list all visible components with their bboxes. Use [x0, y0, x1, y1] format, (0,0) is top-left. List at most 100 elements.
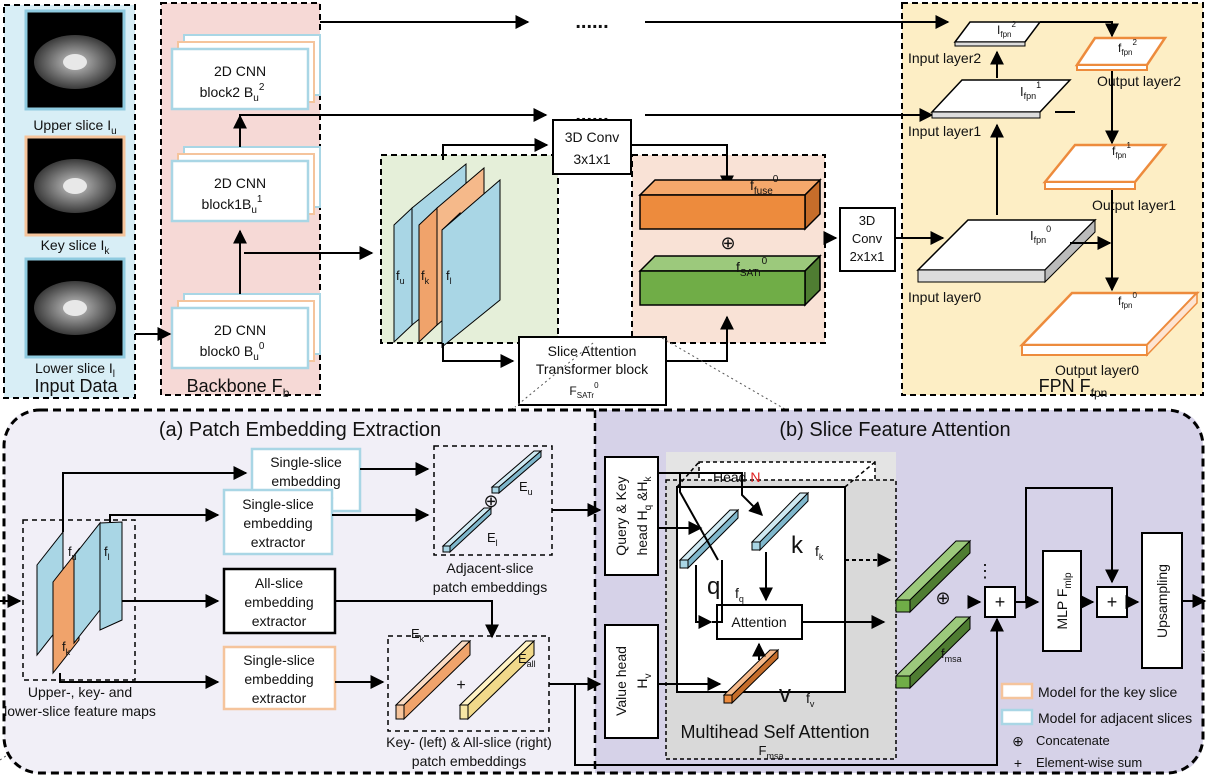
bottom-panel-border: [2, 408, 1205, 775]
svg-text:Eall: Eall: [518, 651, 536, 669]
svg-text:fSATr0: fSATr0: [736, 256, 768, 279]
value-head-box: Value head Hv: [604, 624, 659, 739]
output-layer0-label: Output layer0: [1055, 362, 1139, 378]
q-label: q: [707, 573, 720, 600]
svg-text:Ifpn2: Ifpn2: [997, 20, 1016, 39]
output-layer1-label: Output layer1: [1092, 197, 1176, 213]
attention-box: Attention: [716, 604, 803, 640]
svg-text:ffpn2: ffpn2: [1118, 38, 1137, 57]
svg-text:Upsampling: Upsampling: [1154, 564, 1170, 638]
legend-adj-swatch: [1000, 708, 1034, 726]
svg-text:2x1x1: 2x1x1: [850, 249, 885, 264]
legend-key-label: Model for the key slice: [1038, 684, 1177, 700]
svg-text:Ifpn1: Ifpn1: [1020, 80, 1041, 101]
fq-label: fq: [735, 585, 744, 604]
fpn-output-layer1: ffpn1: [1042, 141, 1168, 190]
cnn-block1: 2D CNN block1Bu1: [170, 146, 321, 223]
cnn-block0: 2D CNN block0 Bu0: [170, 293, 321, 370]
features-to-conv-arrow: [442, 138, 549, 160]
eu-embedding-bar: Eu: [490, 449, 543, 497]
key-slice-image: [24, 135, 126, 237]
msa-title: Multihead Self Attention: [680, 722, 869, 742]
svg-text:3D Conv: 3D Conv: [565, 129, 619, 145]
key-all-caption-2: patch embeddings: [412, 753, 526, 769]
lower-slice-image: [24, 257, 126, 359]
input-layer2-label: Input layer2: [908, 50, 981, 66]
legend: Model for the key slice Model for adjace…: [1000, 682, 1192, 771]
fmsa-bar-lower: fmsa: [894, 615, 972, 690]
concat-symbol-top: ⊕: [720, 233, 735, 253]
svg-text:MLP Fmlp: MLP Fmlp: [1054, 572, 1074, 630]
legend-concat-label: Concatenate: [1036, 733, 1110, 748]
svg-text:block2 Bu2: block2 Bu2: [200, 82, 265, 104]
legend-sum-symbol: +: [1014, 755, 1022, 771]
svg-text:fl: fl: [104, 544, 110, 562]
fpn-output-layer0: ffpn0: [1019, 291, 1200, 357]
input-data-title: Input Data: [34, 376, 118, 396]
svg-text:fk: fk: [62, 639, 71, 657]
input-layer1-label: Input layer1: [908, 123, 981, 139]
svg-text:+: +: [995, 592, 1006, 612]
svg-text:+: +: [1107, 592, 1118, 612]
svg-text:Transformer block: Transformer block: [536, 361, 649, 377]
backbone-title: Backbone Fb: [187, 376, 290, 400]
adjacent-caption-2: patch embeddings: [433, 579, 547, 595]
upper-slice-image: [24, 9, 126, 111]
svg-text:2D CNN: 2D CNN: [214, 322, 266, 338]
msa-f-label: Fmsa: [759, 743, 784, 761]
fpn-input2-to-output2-arrow: [1040, 21, 1119, 38]
svg-text:Attention: Attention: [731, 614, 786, 630]
svg-text:3D: 3D: [859, 213, 876, 228]
legend-adj-label: Model for adjacent slices: [1038, 710, 1192, 726]
svg-text:block1Bu1: block1Bu1: [202, 194, 263, 216]
eall-embedding-bar: Eall: [458, 639, 536, 721]
input-layer0-label: Input layer0: [908, 289, 981, 305]
upsampling-box: Upsampling: [1141, 532, 1183, 669]
query-key-head-box: Query & Key head Hq &Hk: [604, 456, 659, 576]
adjacent-caption-1: Adjacent-slice: [446, 560, 533, 576]
svg-text:Ifpn0: Ifpn0: [1030, 224, 1051, 245]
panel-b-title: (b) Slice Feature Attention: [779, 419, 1010, 441]
q-embedding-bar: [678, 508, 740, 570]
svg-text:embedding: embedding: [244, 671, 313, 687]
all-slice-extractor: All-slice embedding extractor: [222, 567, 337, 635]
fmsa-bar-upper: [894, 539, 972, 614]
zoom-guide-upper: [514, 337, 1206, 653]
ellipsis-top: ......: [575, 11, 608, 33]
mlp-skip-arrow: [1025, 487, 1119, 602]
svg-text:El: El: [487, 530, 498, 548]
svg-text:Eu: Eu: [519, 479, 533, 497]
eall-arrow: [335, 600, 499, 639]
svg-text:extractor: extractor: [251, 534, 306, 550]
v-label: v: [779, 681, 791, 708]
svg-text:Slice Attention: Slice Attention: [548, 343, 637, 359]
ffuse-block: ffuse0: [638, 174, 822, 231]
sum-node-1: +: [984, 586, 1016, 618]
svg-text:ffpn0: ffpn0: [1118, 291, 1137, 310]
svg-text:extractor: extractor: [252, 613, 307, 629]
svg-text:Ek: Ek: [411, 626, 425, 644]
features-to-sat-arrow: [442, 343, 515, 368]
fpn-input-layer2: Ifpn2: [953, 20, 1042, 47]
concat-symbol-msa: ⊕: [935, 588, 950, 608]
upper-slice-label: Upper slice Iu: [33, 117, 116, 137]
svg-text:2D CNN: 2D CNN: [214, 175, 266, 191]
svg-text:fl: fl: [446, 268, 452, 286]
qk-to-k-arrow: [680, 472, 763, 516]
svg-text:Query & Key: Query & Key: [613, 476, 629, 555]
legend-concat-symbol: ⊕: [1012, 733, 1024, 749]
output-layer2-label: Output layer2: [1097, 73, 1181, 89]
fpn-title: FPN Ffpn: [1039, 376, 1108, 400]
fu-to-extractor-arrow: [62, 466, 248, 532]
conv3d-2x1x1-box: 3D Conv 2x1x1: [839, 207, 896, 272]
sat-to-fsatr-arrow: [666, 315, 734, 362]
sum-node-2: +: [1096, 586, 1128, 618]
conv-to-fuse-arrow: [631, 144, 734, 190]
panel-a-title: (a) Patch Embedding Extraction: [159, 419, 441, 441]
fk-label: fk: [815, 543, 824, 562]
svg-text:Value head: Value head: [613, 646, 629, 716]
q-to-attention-mid: [715, 582, 723, 623]
svg-text:fu: fu: [396, 268, 405, 286]
k-embedding-bar: [750, 491, 810, 552]
